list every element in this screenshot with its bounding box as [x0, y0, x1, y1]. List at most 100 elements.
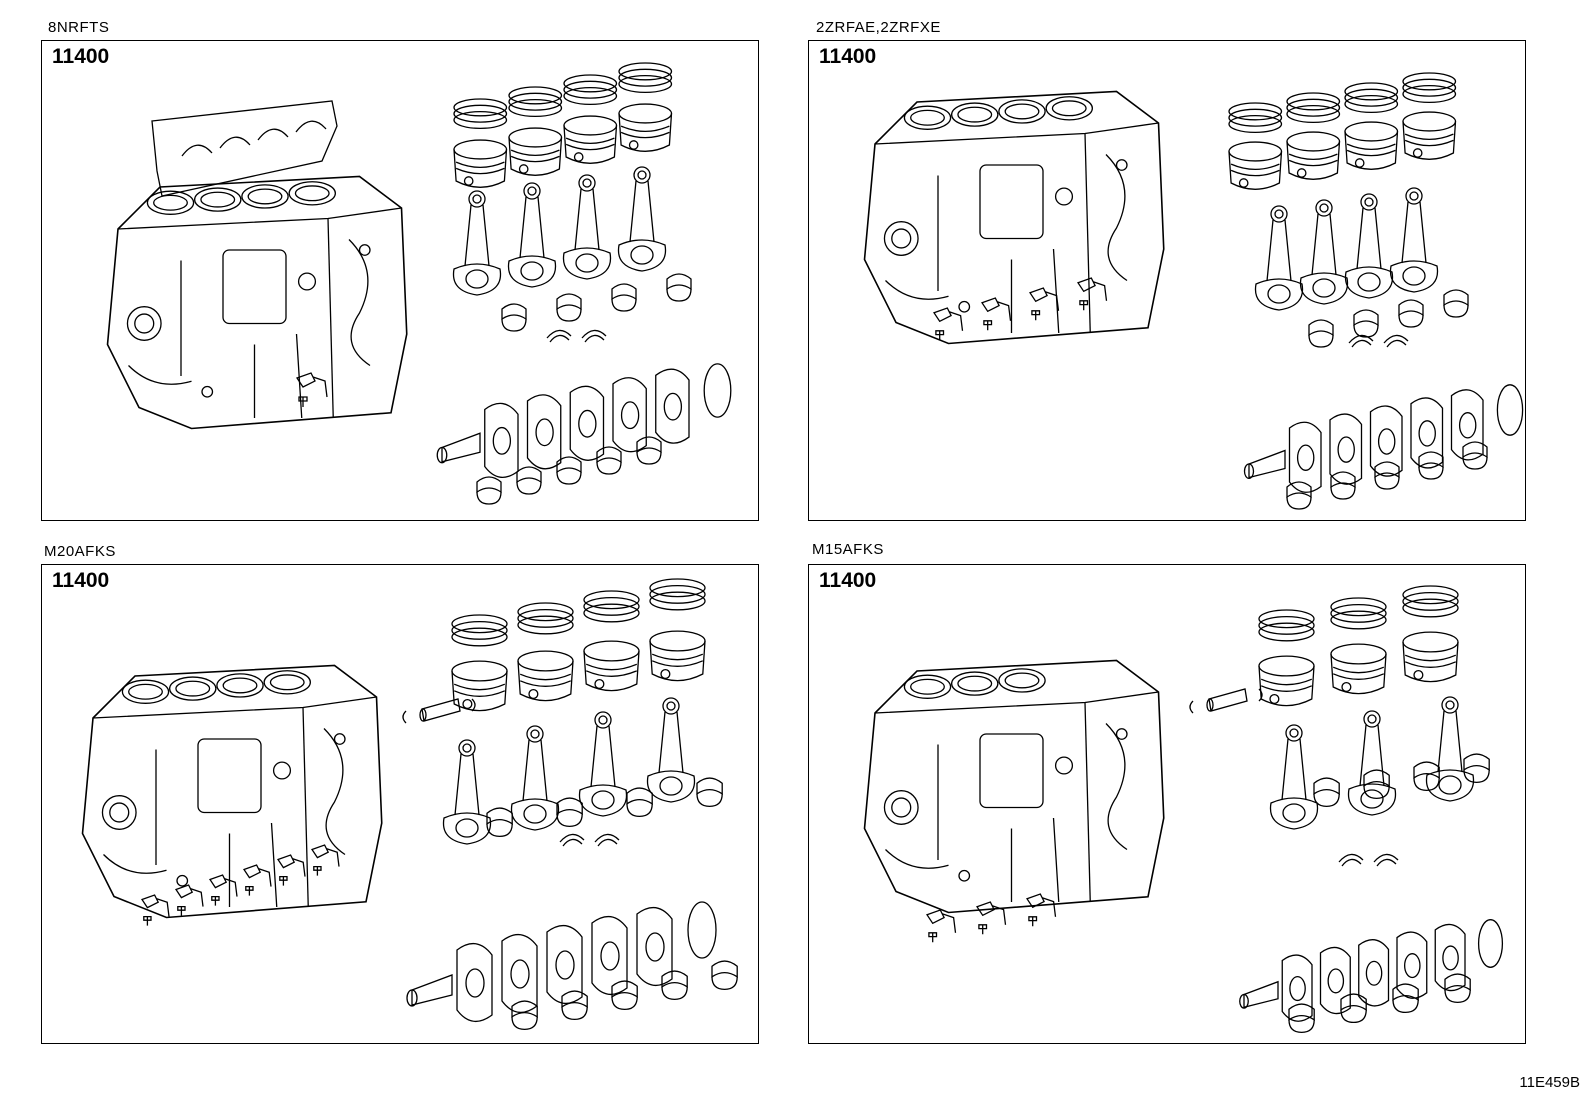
piston	[1403, 632, 1458, 682]
bearing-shell	[612, 284, 636, 311]
engine-code-label: 2ZRFAE,2ZRFXE	[816, 19, 941, 36]
connecting-rod	[579, 712, 626, 816]
thrust-washer	[1339, 854, 1398, 866]
bearing-shell	[1375, 462, 1399, 489]
cylinder-block	[83, 666, 382, 918]
oil-jet-nozzle	[312, 845, 339, 876]
bearing-shell	[477, 477, 501, 504]
piston	[1259, 656, 1314, 706]
bearing-shell	[1414, 762, 1439, 790]
cylinder-block	[108, 177, 407, 429]
bearing-shell	[1464, 754, 1489, 782]
bearing-shell	[1444, 290, 1468, 317]
bearing-shell	[1419, 452, 1443, 479]
bearing-shell	[1463, 442, 1487, 469]
bearing-shell	[697, 778, 722, 806]
piston-pin	[403, 699, 475, 723]
thrust-washer	[1349, 335, 1408, 347]
crankshaft	[407, 902, 716, 1021]
bearing-shell	[1393, 984, 1418, 1012]
cylinder-block	[865, 92, 1164, 344]
connecting-rod	[508, 183, 555, 287]
oil-jet-nozzle	[1078, 278, 1107, 310]
oil-jet-nozzle	[927, 910, 956, 942]
bearing-shell	[667, 274, 691, 301]
connecting-rod	[1270, 725, 1317, 829]
bearing-shell	[627, 788, 652, 816]
oil-jet-nozzle	[977, 902, 1006, 934]
piston	[1403, 112, 1456, 159]
piston-ring-set	[1331, 598, 1386, 629]
oil-jet-nozzle	[278, 855, 305, 886]
oil-jet-nozzle	[982, 298, 1011, 330]
piston-ring-set	[564, 75, 617, 104]
engine-block-panel[interactable]: 11400	[808, 564, 1526, 1044]
bearing-shell	[1314, 778, 1339, 806]
oil-jet-nozzle	[244, 865, 271, 896]
piston-ring-set	[454, 99, 507, 128]
connecting-rod	[647, 698, 694, 802]
piston	[509, 128, 562, 175]
engine-parts-illustration	[42, 41, 760, 522]
part-number: 11400	[52, 569, 110, 592]
piston	[1229, 142, 1282, 189]
engine-block-panel[interactable]: 11400	[41, 564, 759, 1044]
water-jacket-spacer	[152, 101, 337, 196]
engine-code-label: M15AFKS	[812, 541, 884, 558]
bearing-shell	[557, 294, 581, 321]
bearing-shell	[712, 961, 737, 989]
part-number: 11400	[819, 45, 877, 68]
piston-ring-set	[619, 63, 672, 92]
bearing-shell	[562, 991, 587, 1019]
piston	[452, 661, 507, 711]
connecting-rod	[563, 175, 610, 279]
piston	[454, 140, 507, 187]
bearing-shell	[637, 437, 661, 464]
part-number: 11400	[52, 45, 110, 68]
bearing-shell	[1445, 974, 1470, 1002]
oil-jet-nozzle	[176, 885, 203, 916]
cylinder-block	[865, 661, 1164, 913]
piston	[584, 641, 639, 691]
piston	[518, 651, 573, 701]
bearing-shell	[612, 981, 637, 1009]
engine-block-panel[interactable]: 11400	[41, 40, 759, 521]
connecting-rod	[511, 726, 558, 830]
engine-parts-illustration	[809, 41, 1527, 522]
connecting-rod	[1345, 194, 1392, 298]
piston	[1331, 644, 1386, 694]
piston-ring-set	[584, 591, 639, 622]
crankshaft	[437, 364, 731, 477]
piston	[1345, 122, 1398, 169]
oil-jet-nozzle	[142, 895, 169, 926]
engine-block-panel[interactable]: 11400	[808, 40, 1526, 521]
bearing-shell	[1331, 472, 1355, 499]
illustration-code: 11E459B	[1519, 1074, 1580, 1091]
connecting-rod	[443, 740, 490, 844]
oil-jet-nozzle	[210, 875, 237, 906]
bearing-shell	[557, 457, 581, 484]
piston-ring-set	[1287, 93, 1340, 122]
part-number: 11400	[819, 569, 877, 592]
piston-ring-set	[1403, 73, 1456, 102]
connecting-rod	[1390, 188, 1437, 292]
bearing-shell	[1289, 1004, 1314, 1032]
connecting-rod	[453, 191, 500, 295]
connecting-rod	[1426, 697, 1473, 801]
piston	[1287, 132, 1340, 179]
bearing-shell	[1287, 482, 1311, 509]
bearing-shell	[1364, 770, 1389, 798]
oil-jet-nozzle	[1030, 288, 1059, 320]
bearing-shell	[487, 808, 512, 836]
connecting-rod	[1255, 206, 1302, 310]
piston-ring-set	[650, 579, 705, 610]
crankshaft	[1245, 385, 1523, 492]
bearing-shell	[1399, 300, 1423, 327]
engine-parts-illustration	[809, 565, 1527, 1045]
connecting-rod	[1348, 711, 1395, 815]
piston-ring-set	[1229, 103, 1282, 132]
bearing-shell	[512, 1001, 537, 1029]
piston-ring-set	[1345, 83, 1398, 112]
piston-ring-set	[1403, 586, 1458, 617]
bearing-shell	[1341, 994, 1366, 1022]
